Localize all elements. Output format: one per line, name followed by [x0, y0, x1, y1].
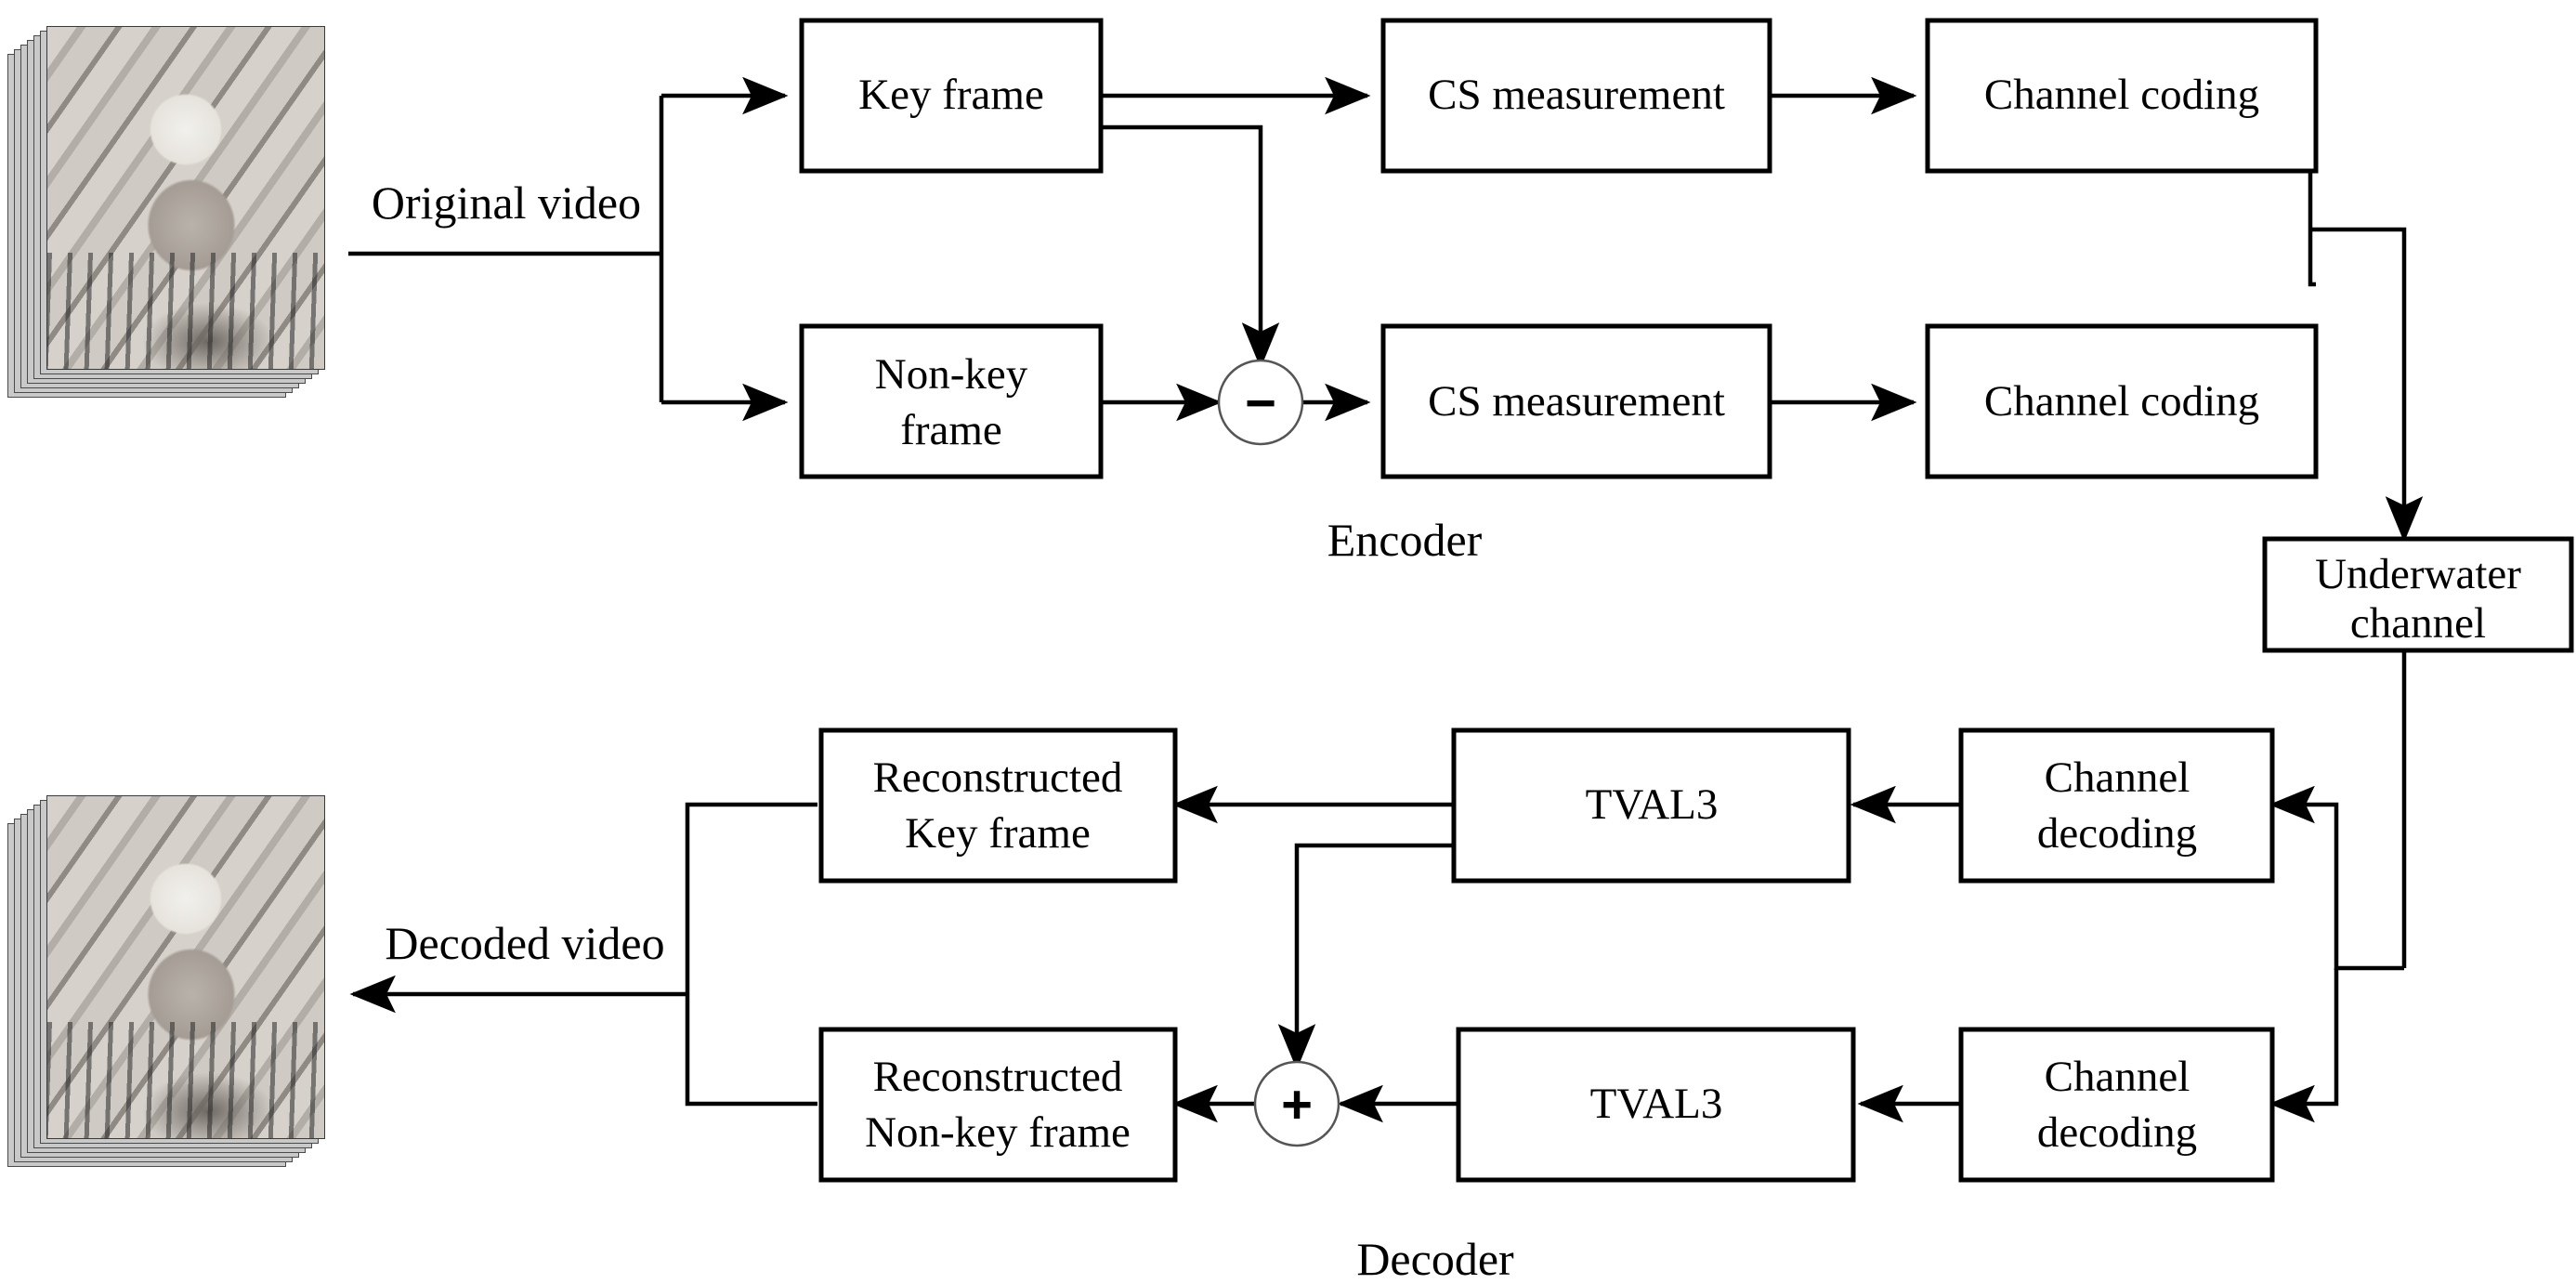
wire-channel-to-decoding-top — [2269, 785, 2404, 971]
box-reconstructed-non-key-frame[interactable]: Reconstructed Non-key frame — [818, 1027, 1178, 1183]
box-non-key-frame-label-line2: frame — [900, 406, 1002, 454]
box-reconstructed-key-frame[interactable]: Reconstructed Key frame — [818, 727, 1178, 884]
box-cs-measurement-top-label: CS measurement — [1428, 71, 1725, 119]
decoded-video-frame-stack — [7, 792, 333, 1182]
box-key-frame[interactable]: Key frame — [799, 18, 1104, 174]
box-channel-coding-bottom-label: Channel coding — [1984, 377, 2259, 426]
decoded-video-front-frame — [46, 795, 325, 1139]
box-cs-measurement-bottom-label: CS measurement — [1428, 377, 1725, 426]
box-non-key-frame[interactable]: Non-key frame — [799, 323, 1104, 479]
box-tval3-top-label: TVAL3 — [1586, 780, 1719, 829]
add-node[interactable]: + — [1253, 1060, 1340, 1147]
original-video-front-frame — [46, 26, 325, 370]
plus-icon: + — [1281, 1075, 1313, 1135]
box-tval3-bottom[interactable]: TVAL3 — [1456, 1027, 1856, 1183]
decoded-video-label: Decoded video — [385, 917, 664, 969]
box-key-frame-label: Key frame — [858, 71, 1044, 119]
box-channel-decoding-bottom[interactable]: Channel decoding — [1958, 1027, 2275, 1183]
subtract-node[interactable]: − — [1217, 359, 1304, 446]
wire-channel-to-decoding-bottom — [2269, 968, 2339, 1123]
box-channel-coding-top[interactable]: Channel coding — [1925, 18, 2319, 174]
box-non-key-frame-label-line1: Non-key — [875, 350, 1028, 399]
box-reconstructed-key-frame-label-line1: Reconstructed — [873, 753, 1123, 802]
box-underwater-channel[interactable]: Underwater channel — [2262, 536, 2574, 653]
box-cs-measurement-top[interactable]: CS measurement — [1380, 18, 1772, 174]
box-reconstructed-key-frame-label-line2: Key frame — [905, 809, 1091, 858]
original-video-label: Original video — [372, 177, 641, 229]
box-channel-decoding-top-label-line1: Channel — [2045, 753, 2190, 802]
box-reconstructed-non-key-frame-label-line2: Non-key frame — [865, 1108, 1131, 1157]
wire-reconstructed-nonkey-merge — [685, 994, 817, 1107]
box-channel-decoding-top-label-line2: decoding — [2037, 809, 2197, 858]
box-channel-decoding-bottom-label-line2: decoding — [2037, 1108, 2197, 1157]
wire-reconstructed-key-merge — [685, 802, 817, 994]
video-frame-image — [47, 796, 324, 1138]
original-video-frame-stack — [7, 22, 333, 413]
box-channel-coding-top-label: Channel coding — [1984, 71, 2259, 119]
box-channel-decoding-bottom-label-line1: Channel — [2045, 1053, 2190, 1101]
box-underwater-channel-label-line2: channel — [2350, 599, 2486, 648]
box-reconstructed-non-key-frame-label-line1: Reconstructed — [873, 1053, 1123, 1101]
box-channel-decoding-top[interactable]: Channel decoding — [1958, 727, 2275, 884]
wire-tval3-to-add — [1277, 843, 1454, 1070]
box-underwater-channel-label-line1: Underwater — [2315, 550, 2521, 598]
box-tval3-bottom-label: TVAL3 — [1590, 1080, 1723, 1128]
box-cs-measurement-bottom[interactable]: CS measurement — [1380, 323, 1772, 479]
box-tval3-top[interactable]: TVAL3 — [1451, 727, 1851, 884]
wire-coding-bottom-merge — [2308, 229, 2316, 287]
video-frame-image — [47, 27, 324, 369]
minus-icon: − — [1245, 373, 1276, 434]
encoder-caption: Encoder — [1327, 514, 1483, 566]
wire-merge-to-underwater-channel — [2310, 227, 2424, 543]
decoder-caption: Decoder — [1356, 1233, 1514, 1284]
wire-keyframe-to-subtract — [1101, 124, 1280, 369]
box-channel-coding-bottom[interactable]: Channel coding — [1925, 323, 2319, 479]
